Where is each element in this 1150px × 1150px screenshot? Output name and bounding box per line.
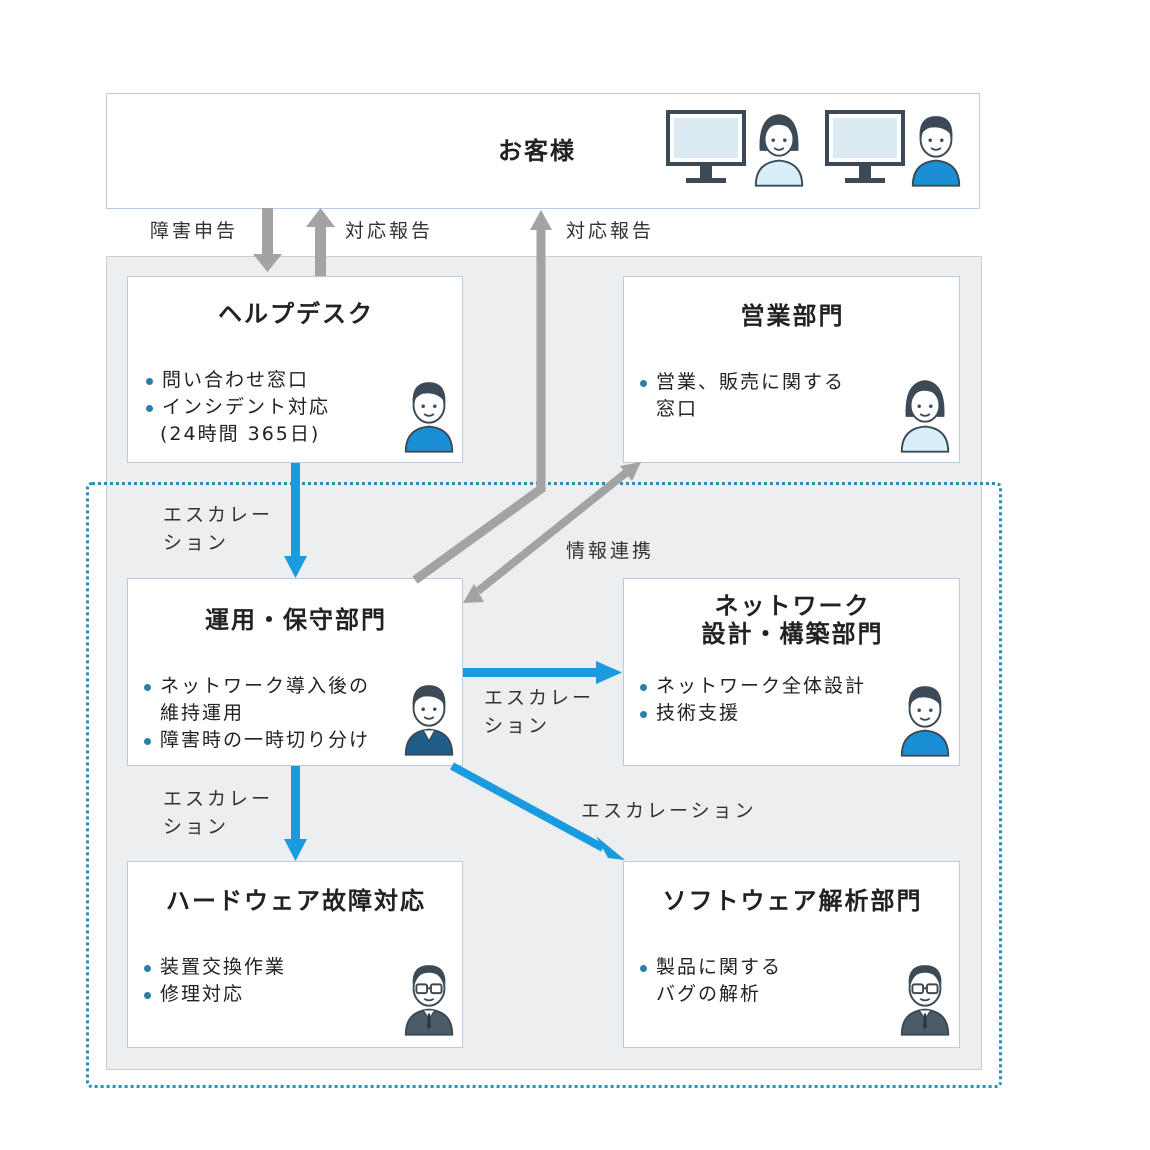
- escalation-arrow-down-2: [284, 766, 307, 861]
- escalation-arrow-diagonal: [450, 762, 625, 860]
- list-item: ネットワーク全体設計: [638, 673, 866, 700]
- man-icon: [911, 115, 961, 187]
- man-icon: [900, 685, 950, 757]
- operations-title: 運用・保守部門: [205, 606, 387, 634]
- list-item: 製品に関する: [638, 954, 782, 981]
- woman-icon: [900, 379, 950, 453]
- list-item: 維持運用: [160, 702, 245, 724]
- list-item: ネットワーク導入後の: [142, 673, 370, 700]
- escalation-arrow-right: [463, 661, 622, 684]
- response-report-arrow: [306, 208, 335, 276]
- hardware-list: 装置交換作業 修理対応: [142, 954, 286, 1008]
- list-item: 修理対応: [142, 981, 286, 1008]
- list-item: 営業、販売に関する: [638, 369, 845, 396]
- escalation-label-1b: ション: [163, 532, 230, 554]
- helpdesk-box: ヘルプデスク 問い合わせ窓口 インシデント対応 (24時間 365日): [127, 276, 463, 463]
- network-list: ネットワーク全体設計 技術支援: [638, 673, 866, 727]
- escalation-label-1a: エスカレー: [163, 504, 274, 526]
- man-icon: [404, 381, 454, 453]
- man-glasses-icon: [404, 964, 454, 1036]
- network-title-line1: ネットワーク: [714, 592, 871, 620]
- helpdesk-title: ヘルプデスク: [218, 300, 374, 328]
- customer-title: お客様: [498, 137, 576, 165]
- info-link-label: 情報連携: [566, 540, 655, 562]
- response-report-label-1: 対応報告: [345, 220, 434, 242]
- sales-box: 営業部門 営業、販売に関する 窓口: [623, 276, 960, 463]
- hardware-title: ハードウェア故障対応: [166, 887, 426, 915]
- ops-to-customer-arrow: [412, 210, 552, 584]
- escalation-label-4: エスカレーション: [581, 800, 757, 822]
- software-title: ソフトウェア解析部門: [662, 887, 923, 915]
- escalation-label-3a: エスカレー: [163, 788, 274, 810]
- fault-report-arrow: [253, 208, 282, 272]
- info-link-arrow: [463, 462, 641, 603]
- list-item: 技術支援: [638, 700, 866, 727]
- list-item: 窓口: [656, 398, 699, 420]
- list-item: バグの解析: [656, 983, 762, 1005]
- list-item: 装置交換作業: [142, 954, 286, 981]
- fault-report-label: 障害申告: [150, 220, 239, 242]
- sales-title: 営業部門: [740, 302, 845, 330]
- escalation-arrow-down-1: [284, 463, 307, 578]
- monitor-icon: [825, 110, 905, 185]
- man-icon: [404, 684, 454, 756]
- software-box: ソフトウェア解析部門 製品に関する バグの解析: [623, 861, 960, 1048]
- operations-box: 運用・保守部門 ネットワーク導入後の 維持運用 障害時の一時切り分け: [127, 578, 463, 766]
- list-item: インシデント対応: [144, 394, 330, 421]
- operations-list: ネットワーク導入後の 維持運用 障害時の一時切り分け: [142, 673, 370, 754]
- network-box: ネットワーク 設計・構築部門 ネットワーク全体設計 技術支援: [623, 578, 960, 766]
- escalation-label-3b: ション: [163, 816, 230, 838]
- woman-icon: [754, 113, 804, 187]
- monitor-icon: [666, 110, 746, 185]
- response-report-label-2: 対応報告: [566, 220, 655, 242]
- list-item: 障害時の一時切り分け: [142, 727, 370, 754]
- helpdesk-list: 問い合わせ窓口 インシデント対応 (24時間 365日): [144, 367, 330, 448]
- sales-list: 営業、販売に関する 窓口: [638, 369, 845, 423]
- list-item: 問い合わせ窓口: [144, 367, 330, 394]
- software-list: 製品に関する バグの解析: [638, 954, 782, 1008]
- escalation-label-2b: ション: [484, 715, 551, 737]
- network-title-line2: 設計・構築部門: [701, 620, 884, 648]
- man-glasses-icon: [900, 964, 950, 1036]
- escalation-label-2a: エスカレー: [484, 687, 595, 709]
- hardware-box: ハードウェア故障対応 装置交換作業 修理対応: [127, 861, 463, 1048]
- list-item: (24時間 365日): [160, 423, 321, 445]
